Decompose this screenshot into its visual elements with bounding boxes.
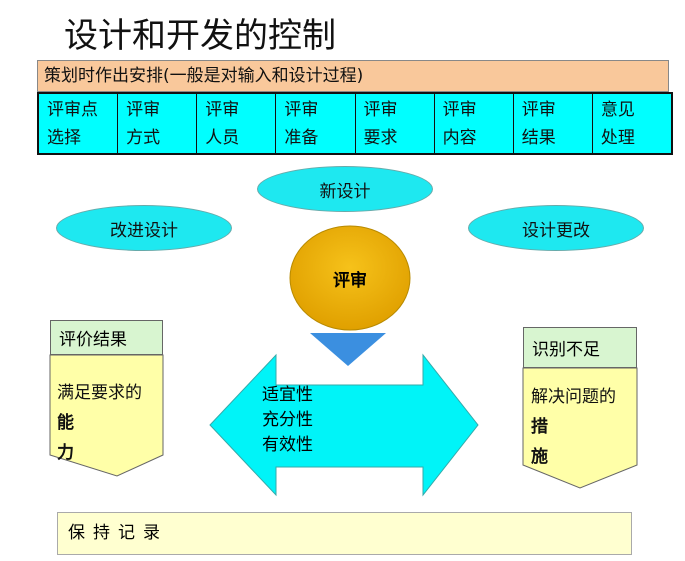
right-box-line: 解决问题的: [531, 387, 616, 407]
right-box-text: 解决问题的 措 施: [531, 382, 616, 472]
step-cell: 评审方式: [118, 94, 198, 153]
ellipse-new-design: 新设计: [257, 166, 433, 212]
right-box-bold: 措: [531, 417, 548, 437]
planning-bar: 策划时作出安排(一般是对输入和设计过程): [37, 60, 669, 92]
review-label: 评审: [333, 271, 367, 291]
keep-records-bar: 保持记录: [57, 512, 632, 555]
page-title: 设计和开发的控制: [64, 16, 336, 56]
step-cell: 意见处理: [593, 94, 671, 153]
left-box-header: 评价结果: [50, 320, 163, 355]
step-line: 处理: [600, 128, 635, 148]
right-box-header: 识别不足: [523, 327, 637, 368]
step-cell: 评审点选择: [39, 94, 119, 153]
left-box-text: 满足要求的 能 力: [57, 378, 142, 468]
right-box-bold: 施: [531, 447, 548, 467]
step-line: 评审: [442, 100, 477, 120]
step-line: 选择: [47, 128, 81, 148]
step-line: 评审: [126, 100, 161, 120]
arrow-line: 有效性: [262, 435, 313, 455]
left-box-body: [49, 354, 164, 477]
arrow-line: 充分性: [262, 410, 313, 430]
step-line: 准备: [284, 128, 319, 148]
step-line: 评审点: [47, 100, 98, 120]
step-line: 意见: [600, 100, 635, 120]
step-line: 人员: [205, 128, 240, 148]
arrow-text: 适宜性 充分性 有效性: [262, 383, 313, 458]
step-line: 评审: [205, 100, 240, 120]
step-line: 结果: [521, 128, 556, 148]
review-circle: [289, 225, 411, 331]
step-line: 方式: [126, 128, 161, 148]
step-cell: 评审人员: [197, 94, 277, 153]
step-cell: 评审结果: [514, 94, 593, 153]
arrow-line: 适宜性: [262, 385, 313, 405]
down-triangle: [310, 333, 386, 366]
step-line: 评审: [363, 100, 398, 120]
step-line: 内容: [442, 128, 477, 148]
ellipse-improve-design: 改进设计: [56, 205, 232, 251]
step-line: 评审: [284, 100, 319, 120]
step-line: 要求: [363, 128, 398, 148]
ellipse-design-change: 设计更改: [468, 205, 644, 251]
step-line: 评审: [521, 100, 556, 120]
step-cell: 评审要求: [356, 94, 435, 153]
double-arrow: [209, 353, 479, 497]
step-cell: 评审准备: [276, 94, 356, 153]
left-box-bold: 力: [57, 443, 74, 463]
step-cell: 评审内容: [435, 94, 514, 153]
left-box-bold: 能: [57, 413, 74, 433]
right-box-body: [522, 367, 638, 489]
left-box-line: 满足要求的: [57, 383, 142, 403]
review-steps-row: 评审点选择 评审方式 评审人员 评审准备 评审要求 评审内容 评审结果 意见处理: [37, 92, 673, 155]
